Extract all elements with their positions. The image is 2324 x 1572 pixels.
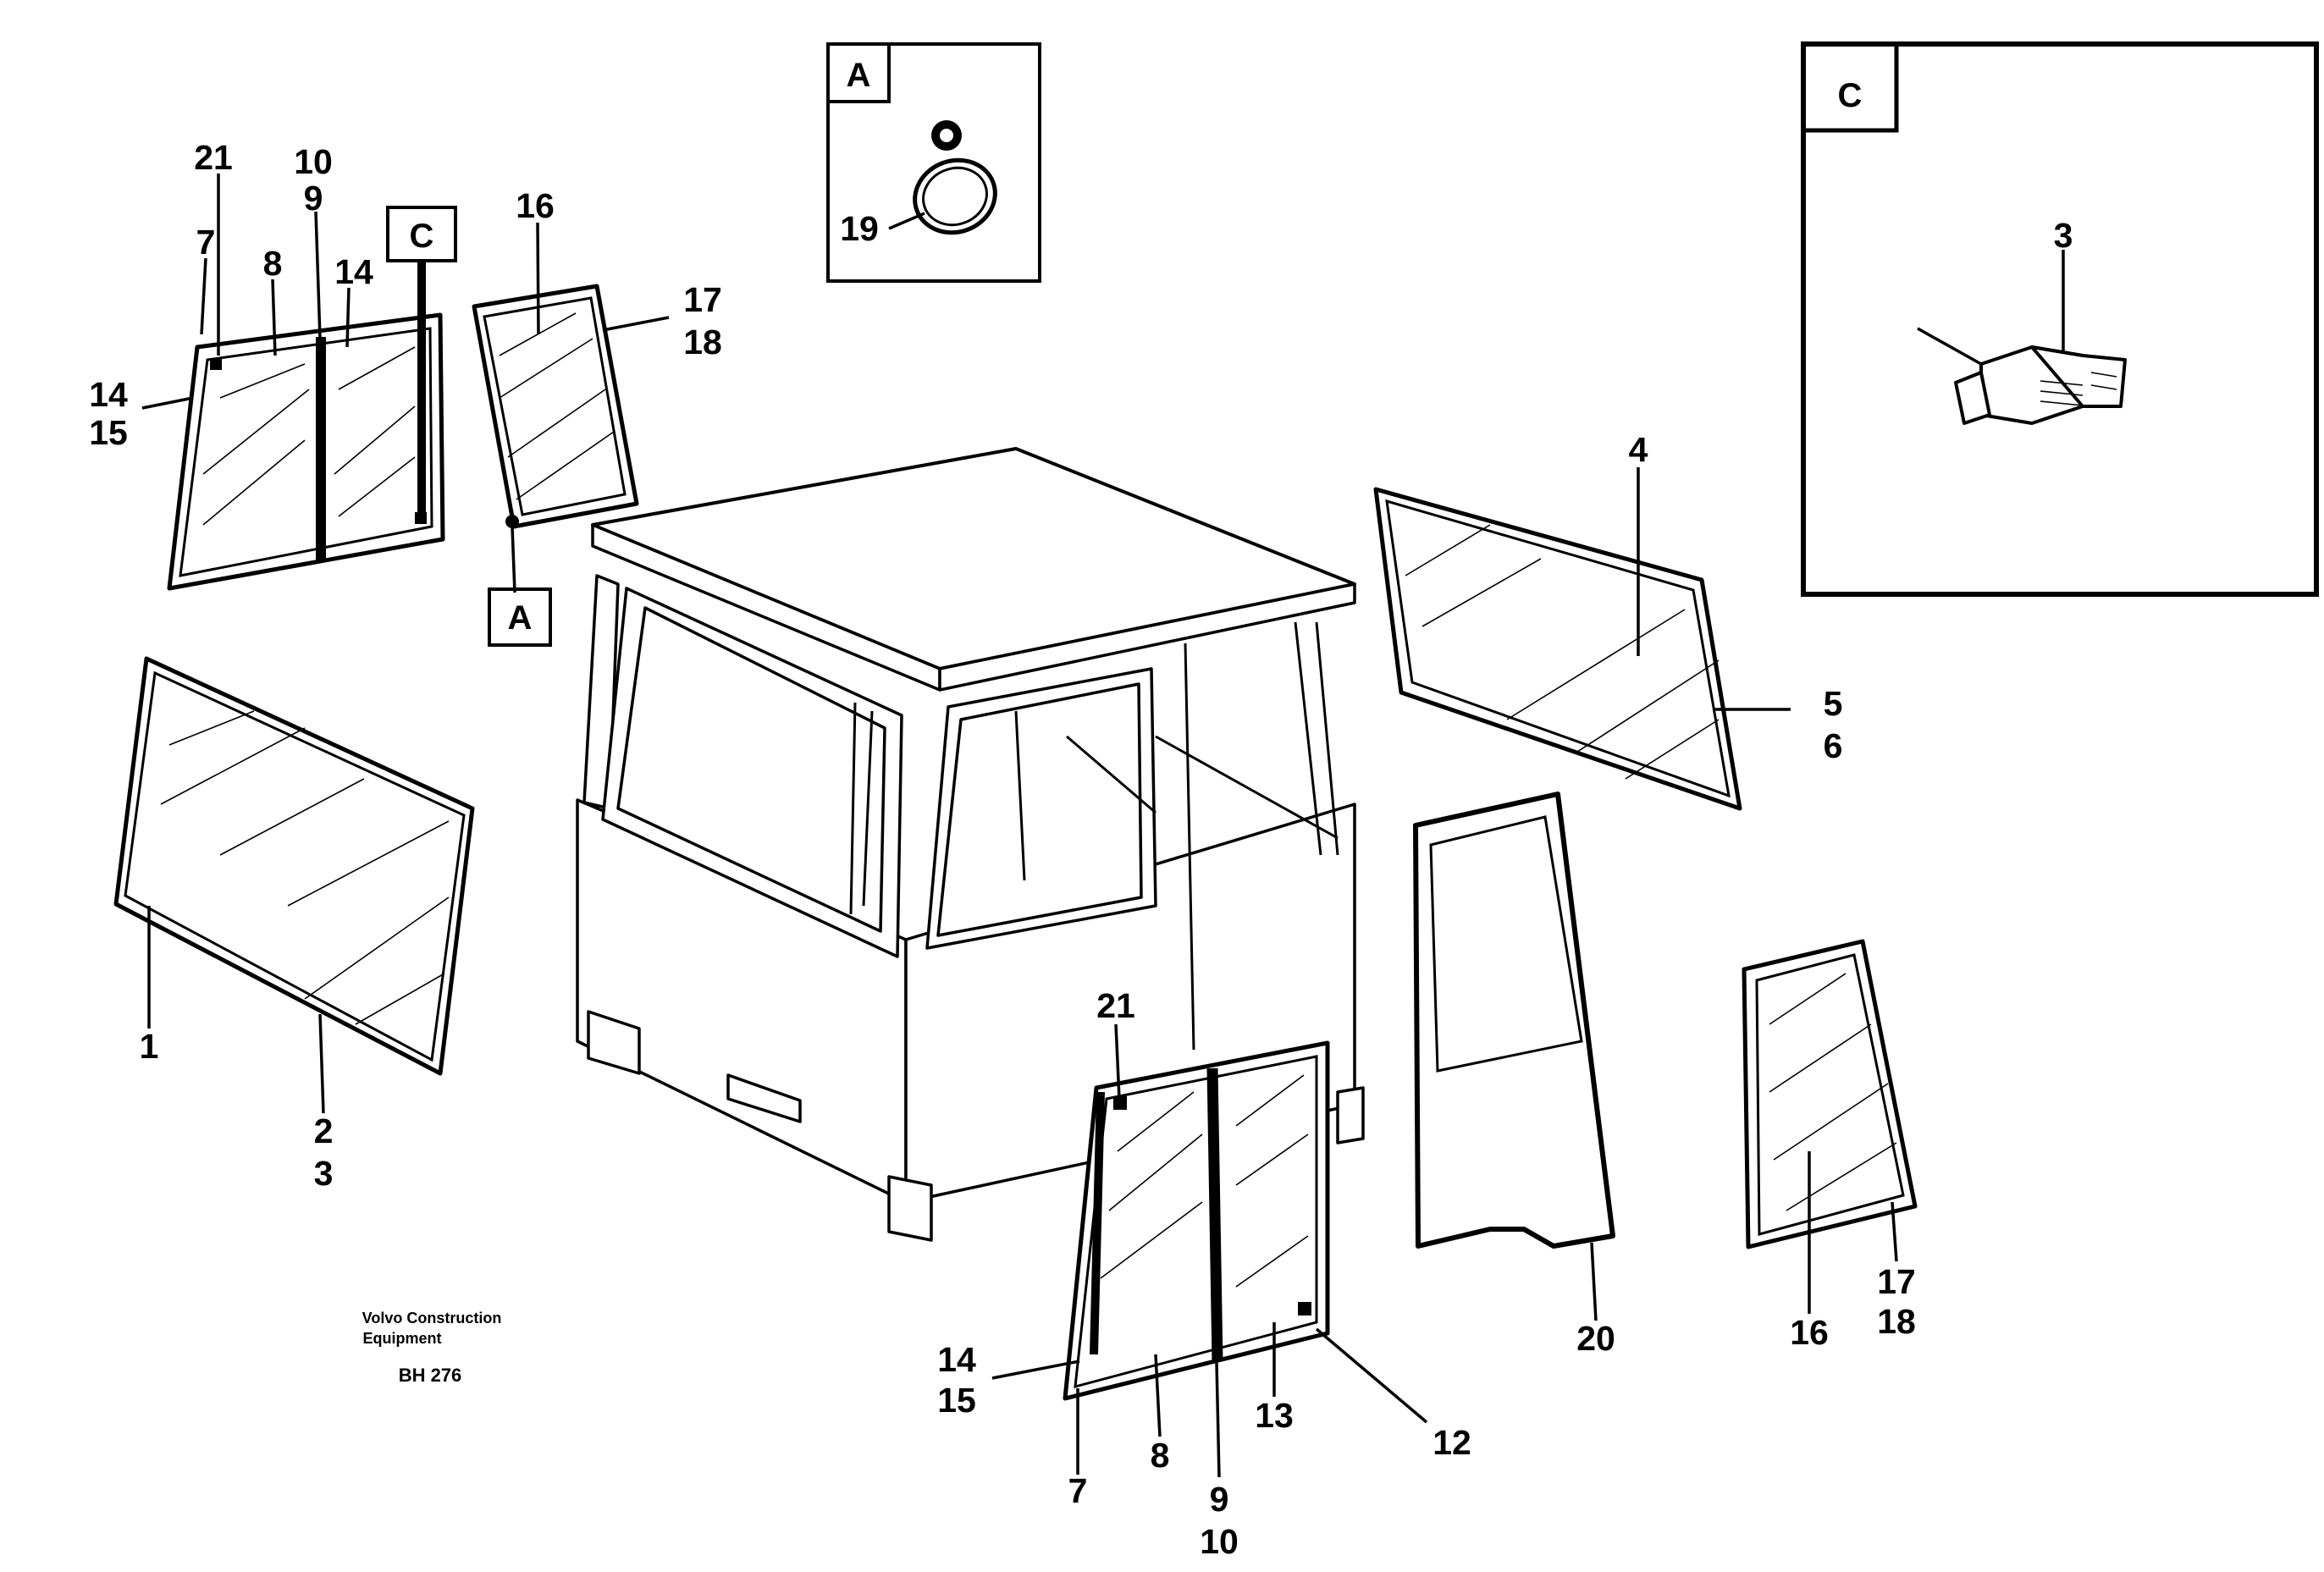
detail-a-label: A [847,57,871,94]
part-4-label: 4 [1629,430,1648,469]
window-right-large [1373,487,1742,811]
part-18-top-label: 18 [683,323,722,361]
company-line2: Equipment [363,1330,442,1347]
window-top-left [167,312,445,591]
part-8-door-label: 8 [1151,1436,1170,1475]
part-1-label: 1 [140,1027,159,1066]
part-5-label: 5 [1824,684,1843,723]
part-8-label: 8 [263,244,283,283]
drawing-number: BH 276 [399,1365,462,1386]
part-3-label: 3 [314,1154,334,1193]
part-16-top-label: 16 [516,186,555,225]
callout-c-label: C [410,218,434,255]
part-20-label: 20 [1576,1319,1615,1358]
company-line1: Volvo Construction [362,1310,502,1327]
window-top-small [472,284,639,529]
part-10-label: 10 [294,142,333,181]
part-7-label: 7 [196,223,216,262]
part-9-label: 9 [304,179,323,218]
part-15-door-label: 15 [937,1381,976,1420]
window-front-split [1063,1040,1330,1401]
part-7-door-label: 7 [1068,1471,1088,1510]
window-bottom-right [1742,939,1918,1249]
connector-part [1954,345,2127,425]
part-9-door-label: 9 [1210,1480,1229,1519]
part-6-label: 6 [1824,726,1843,765]
part-12-label: 12 [1432,1423,1471,1462]
part-2-label: 2 [314,1111,334,1150]
part-13-label: 13 [1255,1396,1294,1435]
callout-a-label: A [508,599,533,637]
part-16-bottom-label: 16 [1790,1313,1829,1352]
part-19-label: 19 [840,209,879,248]
part-17-top-label: 17 [683,280,722,319]
part-14-door-label: 14 [937,1340,976,1379]
part-17-bottom-label: 17 [1877,1262,1916,1301]
detail-a: A 19 [826,42,1041,283]
part-10-door-label: 10 [1200,1522,1239,1561]
part-18-bottom-label: 18 [1877,1302,1916,1341]
part-3-detail-label: 3 [2054,216,2073,255]
part-14-label: 14 [334,252,373,291]
window-left-large [113,656,475,1076]
part-14b-label: 14 [89,375,128,414]
part-15-label: 15 [89,413,128,452]
detail-c-label: C [1838,77,1863,114]
part-21-label: 21 [194,138,233,177]
door [1413,792,1615,1249]
part-21-door-label: 21 [1096,986,1135,1025]
callout-a-box [488,587,552,647]
detail-c: C 3 [1801,41,2319,597]
